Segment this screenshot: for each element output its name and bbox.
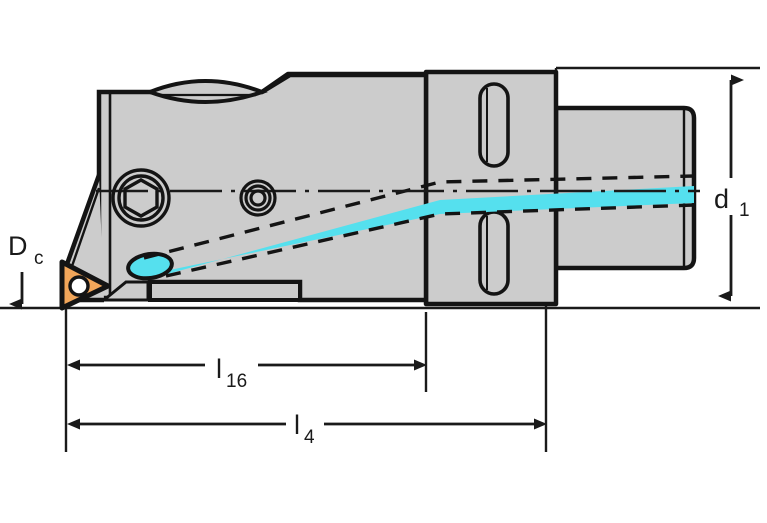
- insert-clamp-hole: [68, 275, 90, 297]
- dim-d1-label: d: [714, 184, 729, 214]
- lower-pocket-step: [148, 280, 302, 302]
- dimension-d1: d 1: [714, 74, 750, 302]
- insert-seat-wedge: [99, 280, 150, 302]
- shank-slot-lower: [478, 210, 510, 296]
- dim-l16-label: l: [216, 354, 222, 384]
- dim-l4-subscript: 4: [304, 427, 315, 448]
- dimension-l16: l 16: [67, 354, 427, 392]
- shank-slot-upper: [478, 82, 510, 168]
- dim-l4-label: l: [294, 410, 300, 440]
- dim-dc-subscript: c: [34, 248, 44, 269]
- coolant-outlet-port: [126, 251, 174, 281]
- dimension-dc: D c: [8, 231, 44, 310]
- coolant-hidden-edge-lower: [165, 203, 695, 278]
- cutting-insert: [59, 259, 111, 311]
- dimension-l4: l 4: [67, 410, 547, 448]
- internal-coolant-channel: [126, 174, 695, 281]
- adjust-screw: [239, 179, 277, 217]
- rear-shank: [553, 105, 697, 271]
- dim-l16-subscript: 16: [226, 371, 247, 392]
- dim-dc-label: D: [8, 231, 28, 261]
- head-left-flank-inner: [68, 187, 101, 273]
- coolant-hidden-edge-upper: [143, 174, 695, 260]
- top-oval-pocket: [144, 79, 268, 104]
- head-top-step: [260, 71, 426, 94]
- hex-socket-glyph: [123, 178, 159, 218]
- dim-d1-subscript: 1: [739, 200, 750, 221]
- hex-socket-clamp-screw: [111, 168, 171, 228]
